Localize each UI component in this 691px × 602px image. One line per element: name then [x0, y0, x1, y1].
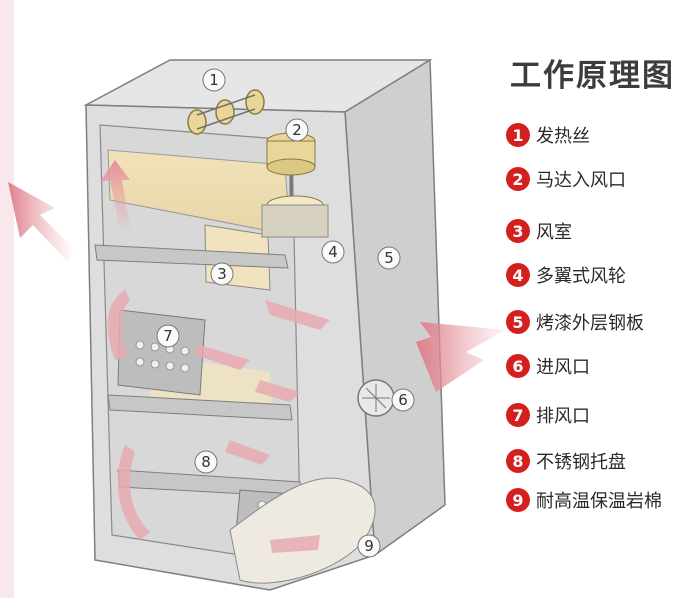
- legend-item: 6 进风口: [506, 351, 590, 381]
- number-badge: 3: [506, 219, 530, 243]
- svg-text:6: 6: [398, 391, 408, 409]
- motor: [261, 132, 329, 238]
- legend-label: 烤漆外层钢板: [536, 313, 644, 334]
- diagram-title: 工作原理图: [510, 58, 675, 94]
- marker-2: 2: [285, 118, 309, 142]
- number-badge: 2: [506, 167, 530, 191]
- lower-mid-airflow: [225, 440, 270, 465]
- right-airflow: [255, 380, 300, 402]
- insulation-rock-wool: [229, 477, 376, 584]
- svg-text:8: 8: [201, 453, 211, 471]
- legend-label: 马达入风口: [536, 170, 626, 191]
- number-badge: 1: [506, 123, 530, 147]
- tray-upper-holes: [135, 340, 190, 373]
- number-badge: 6: [506, 354, 530, 378]
- heater-coil: [187, 89, 265, 135]
- number-badge: 5: [506, 310, 530, 334]
- marker-5: 5: [377, 246, 401, 270]
- lower-left-airflow: [117, 445, 150, 540]
- tray-upper: [117, 309, 206, 396]
- svg-text:4: 4: [328, 243, 338, 261]
- marker-1: 1: [202, 68, 226, 92]
- exhaust-arrow: [8, 182, 75, 262]
- left-airflow: [107, 290, 130, 360]
- airflow-arrows: [8, 160, 506, 553]
- svg-text:2: 2: [292, 121, 302, 139]
- legend-item: 9 耐高温保温岩棉: [506, 485, 662, 515]
- intake-arrow: [416, 322, 506, 392]
- legend-item: 3 风室: [506, 216, 572, 246]
- legend-label: 耐高温保温岩棉: [536, 491, 662, 512]
- number-badge: 7: [506, 403, 530, 427]
- marker-3: 3: [210, 262, 234, 286]
- marker-4: 4: [321, 240, 345, 264]
- background-edge: [0, 0, 14, 598]
- legend-label: 进风口: [536, 357, 590, 378]
- intake-grille: [357, 379, 395, 417]
- chamber-airflow: [265, 300, 330, 330]
- legend-item: 7 排风口: [506, 400, 590, 430]
- svg-text:9: 9: [364, 537, 374, 555]
- number-badge: 8: [506, 449, 530, 473]
- marker-8: 8: [194, 450, 218, 474]
- legend-item: 8 不锈钢托盘: [506, 446, 626, 476]
- marker-7: 7: [156, 324, 180, 348]
- number-badge: 9: [506, 488, 530, 512]
- shelf-middle: [107, 394, 293, 421]
- legend-label: 风室: [536, 222, 572, 243]
- legend-item: 4 多翼式风轮: [506, 260, 626, 290]
- shelf-upper: [94, 244, 289, 269]
- legend-item: 2 马达入风口: [506, 164, 626, 194]
- svg-text:3: 3: [217, 265, 227, 283]
- svg-text:7: 7: [163, 327, 173, 345]
- legend-label: 发热丝: [536, 126, 590, 147]
- number-badge: 4: [506, 263, 530, 287]
- legend-label: 不锈钢托盘: [536, 452, 626, 473]
- marker-9: 9: [357, 534, 381, 558]
- middle-airflow: [195, 345, 250, 370]
- rising-airflow: [100, 160, 130, 230]
- marker-6: 6: [391, 388, 415, 412]
- legend-item: 1 发热丝: [506, 120, 590, 150]
- legend-item: 5 烤漆外层钢板: [506, 307, 644, 337]
- legend-label: 排风口: [536, 406, 590, 427]
- svg-text:1: 1: [209, 71, 219, 89]
- bottom-airflow: [270, 535, 320, 553]
- svg-text:5: 5: [384, 249, 394, 267]
- legend-label: 多翼式风轮: [536, 266, 626, 287]
